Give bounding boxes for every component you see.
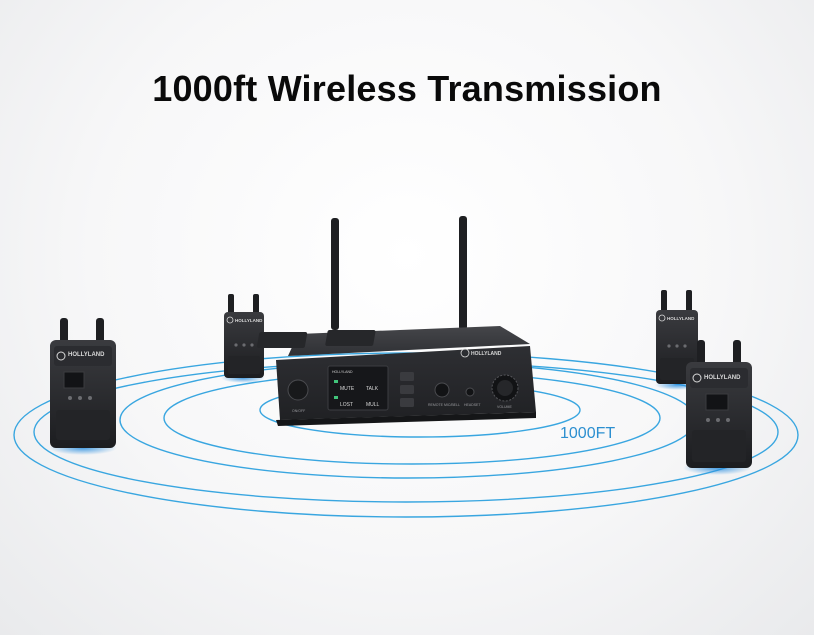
headline: 1000ft Wireless Transmission	[152, 68, 662, 109]
button-mute: MUTE	[340, 386, 355, 392]
label-on-off: ON/OFF	[292, 409, 305, 413]
range-label: 1000FT	[560, 425, 616, 442]
button-lost: LOST	[340, 402, 353, 408]
label-remote: REMOTE MIC/BELL	[428, 403, 460, 407]
panel-brand: HOLLYLAND	[332, 370, 353, 374]
label-volume: VOLUME	[497, 405, 512, 409]
beltpack-right-back-brand: HOLLYLAND	[667, 316, 695, 321]
beltpack-left: HOLLYLAND	[49, 318, 117, 455]
beltpack-left-back-brand: HOLLYLAND	[235, 318, 263, 323]
beltpack-right: HOLLYLAND	[683, 340, 752, 475]
antenna-left	[331, 218, 339, 330]
beltpack-right-brand: HOLLYLAND	[704, 375, 741, 381]
base-brand: HOLLYLAND	[471, 351, 502, 357]
antenna-right	[459, 216, 467, 330]
beltpack-left-brand: HOLLYLAND	[68, 352, 105, 358]
button-mull: MULL	[366, 402, 380, 408]
button-talk: TALK	[366, 386, 379, 392]
base-station: ON/OFF HOLLYLAND MUTE TALK LOST MULL REM…	[256, 216, 536, 426]
label-headset: HEADSET	[464, 403, 481, 407]
beltpack-left-back: HOLLYLAND	[221, 294, 265, 383]
